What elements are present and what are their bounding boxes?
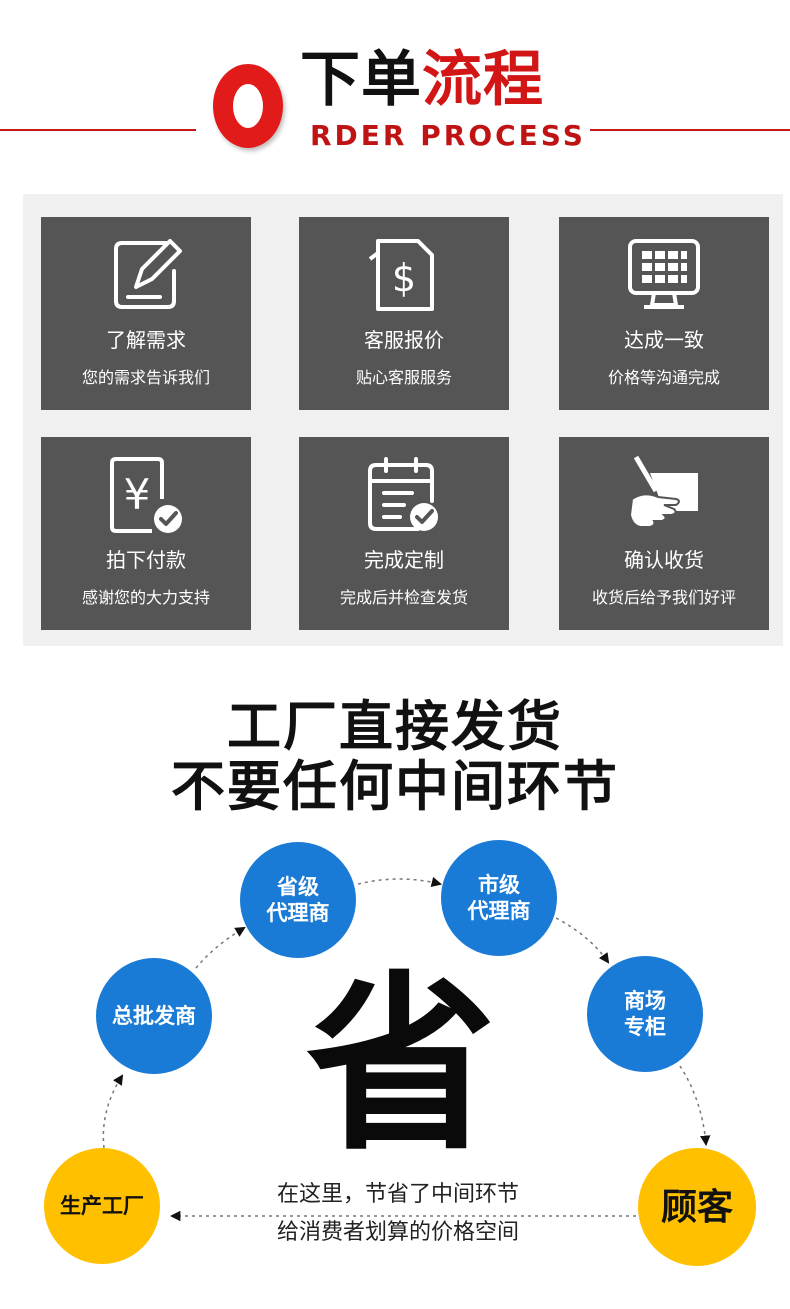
dollar-document-icon: $ bbox=[299, 235, 509, 313]
arrow-factory-to-wholesaler bbox=[102, 1074, 124, 1149]
step-card-3: 达成一致 价格等沟通完成 bbox=[559, 217, 769, 410]
step-title: 了解需求 bbox=[106, 328, 186, 352]
hand-box-icon bbox=[559, 455, 769, 533]
arrow-city-to-mall bbox=[555, 917, 610, 964]
node-city-agent: 市级代理商 bbox=[441, 840, 557, 956]
node-factory-label: 生产工厂 bbox=[60, 1193, 144, 1218]
step-subtitle: 贴心客服服务 bbox=[355, 368, 452, 387]
caption-line-2: 给消费者划算的价格空间 bbox=[276, 1220, 519, 1245]
step-card-1: 了解需求 您的需求告诉我们 bbox=[41, 217, 251, 410]
yen-check-icon: ¥ bbox=[41, 455, 251, 533]
node-mall-label: 商场专柜 bbox=[624, 988, 666, 1039]
header-subtitle: RDER PROCESS bbox=[310, 119, 586, 152]
monitor-icon bbox=[559, 235, 769, 313]
step-subtitle: 完成后并检查发货 bbox=[339, 588, 468, 607]
header-title-red: 流程 bbox=[422, 45, 544, 115]
node-mall-counter: 商场专柜 bbox=[587, 956, 703, 1072]
node-city-label: 市级代理商 bbox=[467, 872, 531, 923]
steps-panel: 了解需求 您的需求告诉我们 $ 客服报价 贴心客服服务 bbox=[23, 194, 783, 646]
node-wholesaler-label: 总批发商 bbox=[112, 1003, 196, 1028]
header-letter-o bbox=[213, 64, 283, 148]
node-provincial-agent: 省级代理商 bbox=[240, 842, 356, 958]
step-title: 达成一致 bbox=[624, 328, 704, 352]
slogan-line-2: 不要任何中间环节 bbox=[171, 755, 619, 818]
arrow-mall-to-customer bbox=[679, 1065, 711, 1147]
step-card-4: ¥ 拍下付款 感谢您的大力支持 bbox=[41, 437, 251, 630]
node-wholesaler: 总批发商 bbox=[96, 958, 212, 1074]
flow-arrows bbox=[102, 876, 711, 1222]
step-card-6: 确认收货 收货后给予我们好评 bbox=[559, 437, 769, 630]
node-customer-label: 顾客 bbox=[660, 1186, 733, 1228]
form-edit-icon bbox=[41, 235, 251, 313]
step-title: 拍下付款 bbox=[106, 548, 186, 572]
step-title: 客服报价 bbox=[364, 328, 444, 352]
arrow-wholesaler-to-provincial bbox=[195, 926, 246, 969]
node-factory: 生产工厂 bbox=[44, 1148, 160, 1264]
step-subtitle: 收货后给予我们好评 bbox=[591, 588, 736, 607]
step-card-2: $ 客服报价 贴心客服服务 bbox=[299, 217, 509, 410]
step-title: 完成定制 bbox=[364, 548, 444, 572]
slogan-line-1: 工厂直接发货 bbox=[227, 695, 563, 758]
step-title: 确认收货 bbox=[624, 548, 704, 572]
calendar-check-icon bbox=[299, 455, 509, 533]
header-line-left bbox=[0, 129, 196, 131]
svg-text:¥: ¥ bbox=[124, 470, 151, 519]
node-provincial-label: 省级代理商 bbox=[266, 874, 330, 925]
arrow-provincial-to-city bbox=[357, 876, 443, 888]
caption-line-1: 在这里，节省了中间环节 bbox=[276, 1182, 519, 1207]
header-title-black: 下单 bbox=[300, 45, 422, 115]
step-subtitle: 价格等沟通完成 bbox=[607, 368, 720, 387]
step-card-5: 完成定制 完成后并检查发货 bbox=[299, 437, 509, 630]
step-subtitle: 您的需求告诉我们 bbox=[81, 368, 210, 387]
center-character: 省 bbox=[305, 953, 496, 1176]
header-title: 下单流程 bbox=[300, 50, 544, 110]
header-line-right bbox=[590, 129, 790, 131]
step-subtitle: 感谢您的大力支持 bbox=[81, 588, 210, 607]
svg-text:$: $ bbox=[392, 256, 416, 300]
node-customer: 顾客 bbox=[638, 1148, 756, 1266]
